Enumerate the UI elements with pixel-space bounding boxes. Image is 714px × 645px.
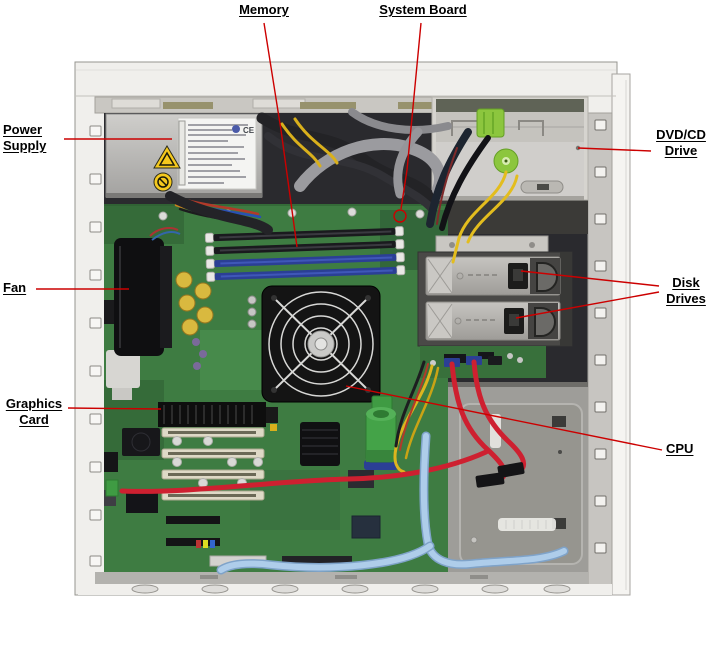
callout-label-cpu: CPU: [666, 441, 694, 456]
callout-label-system-board: System Board: [379, 2, 467, 17]
rear-slot-cutouts: [89, 125, 102, 567]
callout-label-power-supply: Power Supply: [3, 122, 47, 153]
memory-slots: [204, 226, 406, 282]
callout-label-graphics-card: Graphics Card: [5, 396, 63, 427]
disk-tray-2: [425, 301, 561, 341]
power-supply-unit: CE: [105, 113, 263, 198]
callout-line-memory: [263, 22, 298, 248]
dvd-cd-drive-bay: [431, 96, 589, 234]
cable-bundle: [165, 108, 519, 264]
callout-label-dvd-cd-drive: DVD/CD Drive: [656, 127, 706, 158]
pci-slots: [161, 427, 265, 546]
warning-sticker-triangle: [153, 145, 181, 169]
bottom-vent-ovals: [131, 584, 571, 594]
callout-label-fan: Fan: [3, 280, 27, 295]
power-wires: [393, 360, 440, 474]
callout-label-memory: Memory: [239, 2, 289, 17]
callout-line-dvd: [577, 147, 652, 152]
case-fan: [106, 227, 181, 400]
graphics-card-heatsink: [158, 402, 278, 431]
disk-tray-1: [425, 256, 561, 296]
case-floor: [448, 382, 588, 572]
callout-label-disk-drives: Disk Drives: [666, 275, 706, 306]
front-slot-cutouts: [594, 119, 607, 554]
blue-data-cable: [216, 431, 569, 575]
disk-drive-cage: [417, 235, 573, 378]
cpu-fan: [261, 285, 381, 403]
callout-circle-system-board: [393, 209, 407, 223]
callout-line-graphics: [67, 407, 162, 410]
voltage-coils: [175, 271, 214, 336]
callout-line-cpu: [345, 385, 663, 451]
ce-mark: CE: [243, 126, 255, 135]
warning-sticker-circle: [153, 172, 173, 192]
callout-line-disk-2: [515, 291, 660, 319]
callout-line-system-board: [400, 22, 422, 210]
callout-lines: [36, 22, 663, 451]
sata-cables: [105, 356, 526, 497]
chipset-heatsink: [300, 422, 340, 466]
green-standoff: [364, 395, 398, 470]
callout-line-disk-1: [520, 270, 660, 287]
